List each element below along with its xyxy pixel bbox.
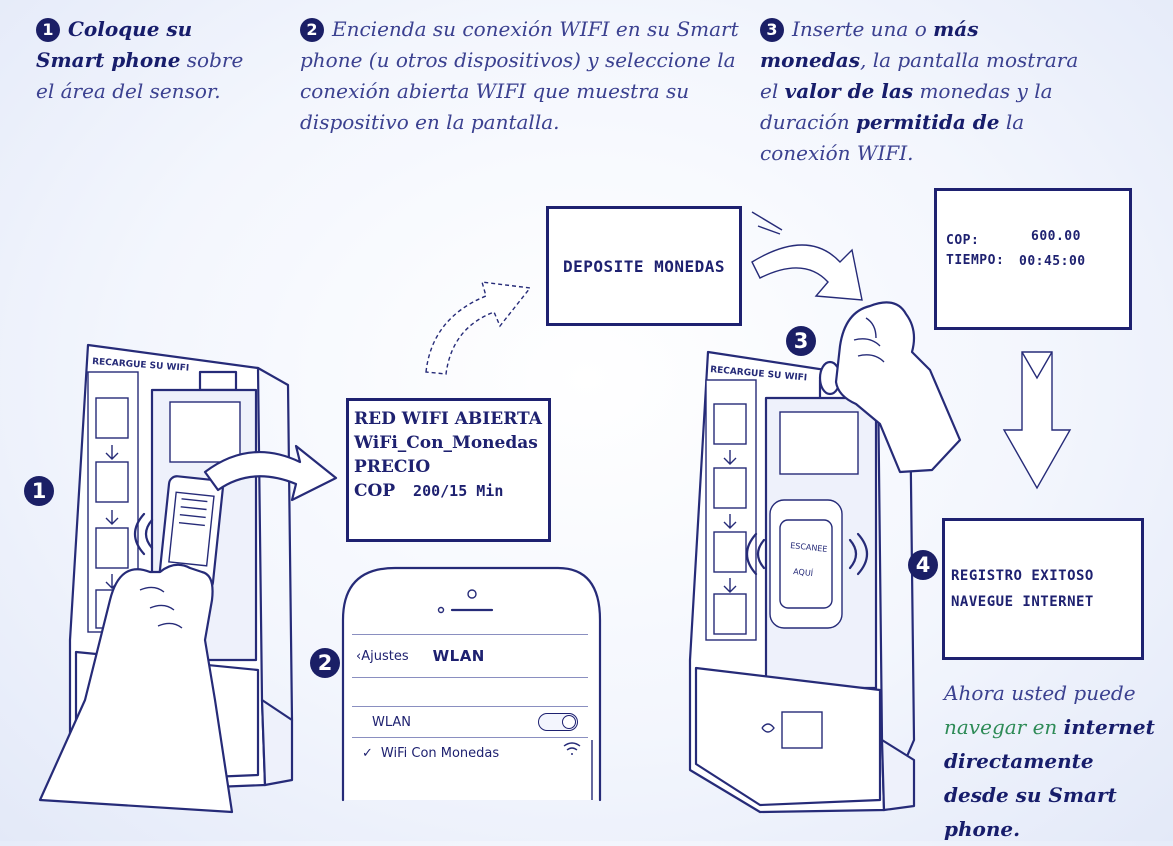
spacer-row [352, 678, 588, 707]
final-text-b: navegar en [944, 715, 1064, 739]
step-3-f: permitida de [856, 110, 1000, 134]
arrow-to-right-machine [751, 244, 863, 301]
wifi-screen-currency: COP [354, 481, 396, 501]
wifi-screen-ssid: WiFi_Con_Monedas [354, 433, 538, 453]
wlan-toggle-label: WLAN [372, 714, 412, 730]
badge-step-2: 2 [310, 648, 340, 678]
status-time-label: TIEMPO: [946, 253, 1005, 268]
pad-label-2: AQUÍ [793, 565, 815, 578]
step-3-badge: 3 [760, 18, 784, 42]
deposit-screen-text: DEPOSITE MONEDAS [562, 256, 726, 276]
status-time-value: 00:45:00 [1019, 254, 1086, 269]
success-line2: NAVEGUE INTERNET [951, 594, 1094, 610]
deposit-coins-screen: DEPOSITE MONEDAS [546, 206, 742, 326]
wifi-info-screen: RED WIFI ABIERTA WiFi_Con_Monedas PRECIO… [346, 398, 551, 542]
arrow-to-deposit-screen [425, 281, 532, 375]
status-cop-value: 600.00 [1031, 229, 1081, 244]
wifi-screen-price-label: PRECIO [354, 457, 431, 477]
wifi-screen-line1: RED WIFI ABIERTA [354, 409, 542, 429]
left-hand-phone [38, 475, 234, 814]
arrow-to-success-screen [1002, 351, 1072, 490]
wifi-screen-price-value: 200/15 Min [413, 482, 504, 500]
badge-step-4: 4 [908, 550, 938, 580]
toggle-knob [562, 715, 576, 729]
step-2-badge: 2 [300, 18, 324, 42]
step-1-bold: Coloque su Smart phone [36, 17, 193, 72]
step-3-e: monedas y la duración [760, 79, 1053, 134]
checkmark-icon: ✓ [362, 745, 373, 761]
network-name: WiFi Con Monedas [380, 745, 500, 761]
wifi-signal-icon [563, 742, 581, 755]
wlan-nav-bar: ‹ Ajustes WLAN [352, 634, 588, 678]
step-1-rest: sobre el área del sensor. [36, 48, 244, 103]
registration-success-screen: REGISTRO EXITOSO NAVEGUE INTERNET [942, 518, 1144, 660]
step-3-text: 3 Inserte una o más monedas, la pantalla … [760, 14, 1090, 169]
right-vending-machine: RECARGUE SU WIFI ESCANEE AQUÍ [688, 350, 916, 814]
badge-step-3: 3 [786, 326, 816, 356]
back-chevron-icon[interactable]: ‹ [356, 648, 362, 664]
hand-inserting-coin [818, 301, 962, 474]
success-line1: REGISTRO EXITOSO [951, 568, 1094, 584]
badge-step-1: 1 [24, 476, 54, 506]
wifi-screen-price-row: COP 200/15 Min [354, 479, 548, 503]
step-3-a: Inserte una o [792, 17, 934, 41]
back-button[interactable]: Ajustes [361, 648, 409, 664]
step-3-g: la conexión WIFI. [760, 110, 1025, 165]
step-3-b: más monedas [760, 17, 979, 72]
final-text-a: Ahora usted puede [944, 681, 1136, 705]
step-3-d: valor de las [784, 79, 914, 103]
step-1-badge: 1 [36, 18, 60, 42]
final-message: Ahora usted puede navegar en internet di… [944, 676, 1164, 846]
phone-outline [341, 566, 602, 802]
pad-label-1: ESCANEE [790, 541, 828, 554]
final-text-c: internet directamente desde su Smart pho… [944, 715, 1155, 841]
step-3-c: , la pantalla mostrara el [760, 48, 1079, 103]
phone-settings-screen: ‹ Ajustes WLAN WLAN ✓ WiFi Con Monedas [352, 634, 588, 772]
wlan-toggle[interactable] [538, 713, 578, 731]
step-2-body: Encienda su conexión WIFI en su Smart ph… [300, 17, 739, 134]
wlan-toggle-row: WLAN [352, 707, 588, 738]
arrow-to-wifi-screen [203, 444, 338, 502]
network-row[interactable]: ✓ WiFi Con Monedas [352, 738, 588, 768]
wlan-title: WLAN [432, 647, 485, 665]
status-cop-label: COP: [946, 233, 980, 248]
coin-status-screen: COP: 600.00 TIEMPO: 00:45:00 [934, 188, 1132, 330]
